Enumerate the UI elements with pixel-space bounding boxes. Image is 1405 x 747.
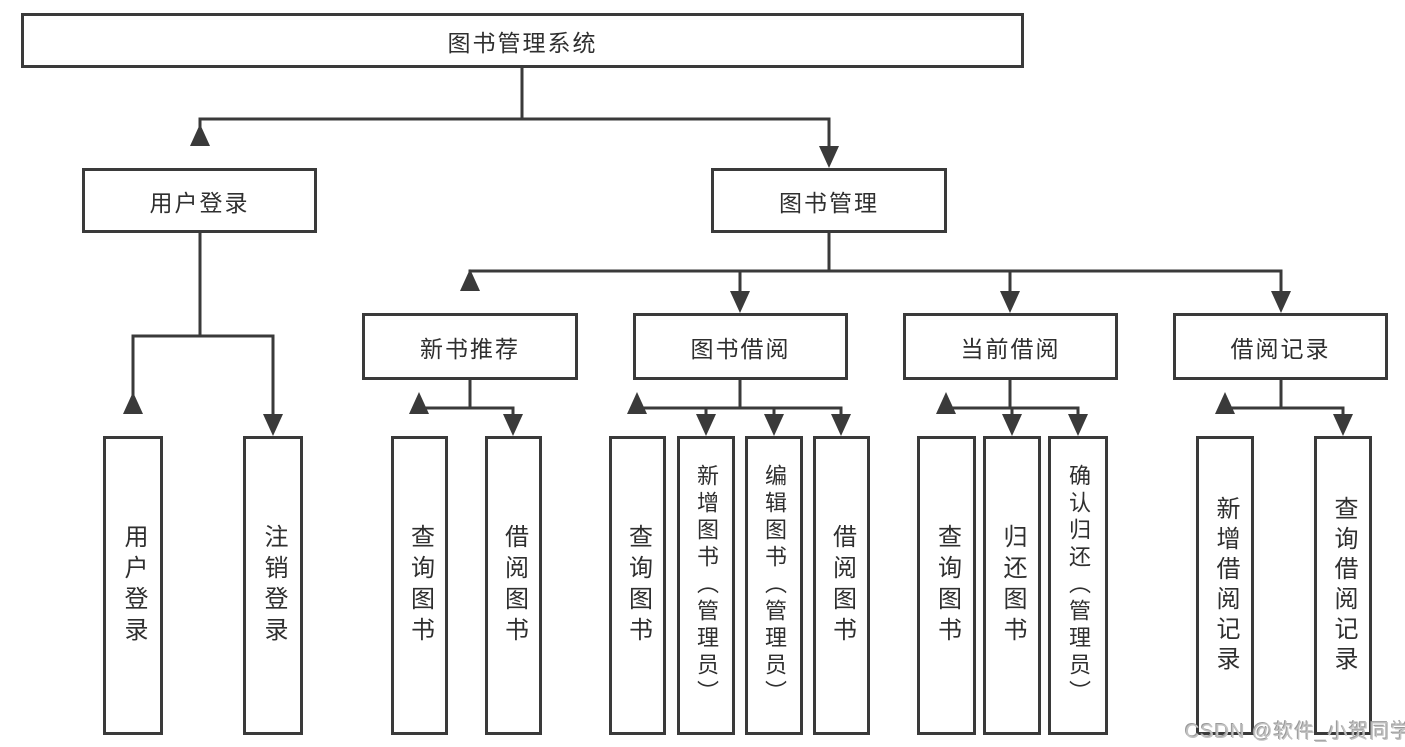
leaf-recommend-borrow-books: 借阅图书	[485, 436, 542, 735]
leaf-borrow-query-books-label: 查询图书	[624, 523, 652, 648]
leaf-query-borrow-record: 查询借阅记录	[1314, 436, 1372, 735]
leaf-add-books-admin: 新增图书（管理员）	[677, 436, 735, 735]
group-borrow-records-label: 借阅记录	[1230, 335, 1331, 362]
leaf-current-query-books: 查询图书	[917, 436, 976, 735]
leaf-recommend-query-books-label: 查询图书	[406, 523, 434, 648]
group-new-book-recommend-label: 新书推荐	[420, 335, 520, 362]
group-borrow-records: 借阅记录	[1173, 313, 1388, 380]
branch-user-login-label: 用户登录	[149, 189, 250, 216]
leaf-current-query-books-label: 查询图书	[933, 523, 961, 648]
leaf-user-login: 用户登录	[103, 436, 163, 735]
leaf-user-login-label: 用户登录	[120, 523, 147, 648]
leaf-edit-books-admin-label: 编辑图书（管理员）	[762, 464, 787, 707]
leaf-add-books-admin-label: 新增图书（管理员）	[694, 464, 719, 707]
leaf-borrow-books: 借阅图书	[813, 436, 870, 735]
leaf-edit-books-admin: 编辑图书（管理员）	[745, 436, 803, 735]
leaf-confirm-return-admin-label: 确认归还（管理员）	[1066, 464, 1091, 707]
leaf-add-borrow-record: 新增借阅记录	[1196, 436, 1254, 735]
leaf-recommend-borrow-books-label: 借阅图书	[500, 523, 528, 648]
group-current-borrow-label: 当前借阅	[960, 335, 1061, 362]
leaf-return-books: 归还图书	[983, 436, 1041, 735]
group-book-borrow-label: 图书借阅	[690, 335, 791, 362]
leaf-logout: 注销登录	[243, 436, 303, 735]
csdn-watermark: CSDN @软件_小贺同学	[1185, 721, 1405, 743]
root-node-label: 图书管理系统	[447, 29, 598, 56]
leaf-confirm-return-admin: 确认归还（管理员）	[1048, 436, 1108, 735]
leaf-logout-label: 注销登录	[260, 523, 287, 648]
leaf-borrow-books-label: 借阅图书	[828, 523, 856, 648]
leaf-borrow-query-books: 查询图书	[609, 436, 666, 735]
leaf-recommend-query-books: 查询图书	[391, 436, 448, 735]
branch-book-management-label: 图书管理	[779, 189, 879, 216]
leaf-query-borrow-record-label: 查询借阅记录	[1330, 495, 1357, 676]
branch-user-login: 用户登录	[82, 168, 317, 233]
leaf-add-borrow-record-label: 新增借阅记录	[1212, 495, 1239, 676]
branch-book-management: 图书管理	[711, 168, 947, 233]
leaf-return-books-label: 归还图书	[999, 523, 1026, 648]
group-current-borrow: 当前借阅	[903, 313, 1118, 380]
root-node-library-system: 图书管理系统	[21, 13, 1024, 68]
group-new-book-recommend: 新书推荐	[362, 313, 578, 380]
group-book-borrow: 图书借阅	[633, 313, 848, 380]
